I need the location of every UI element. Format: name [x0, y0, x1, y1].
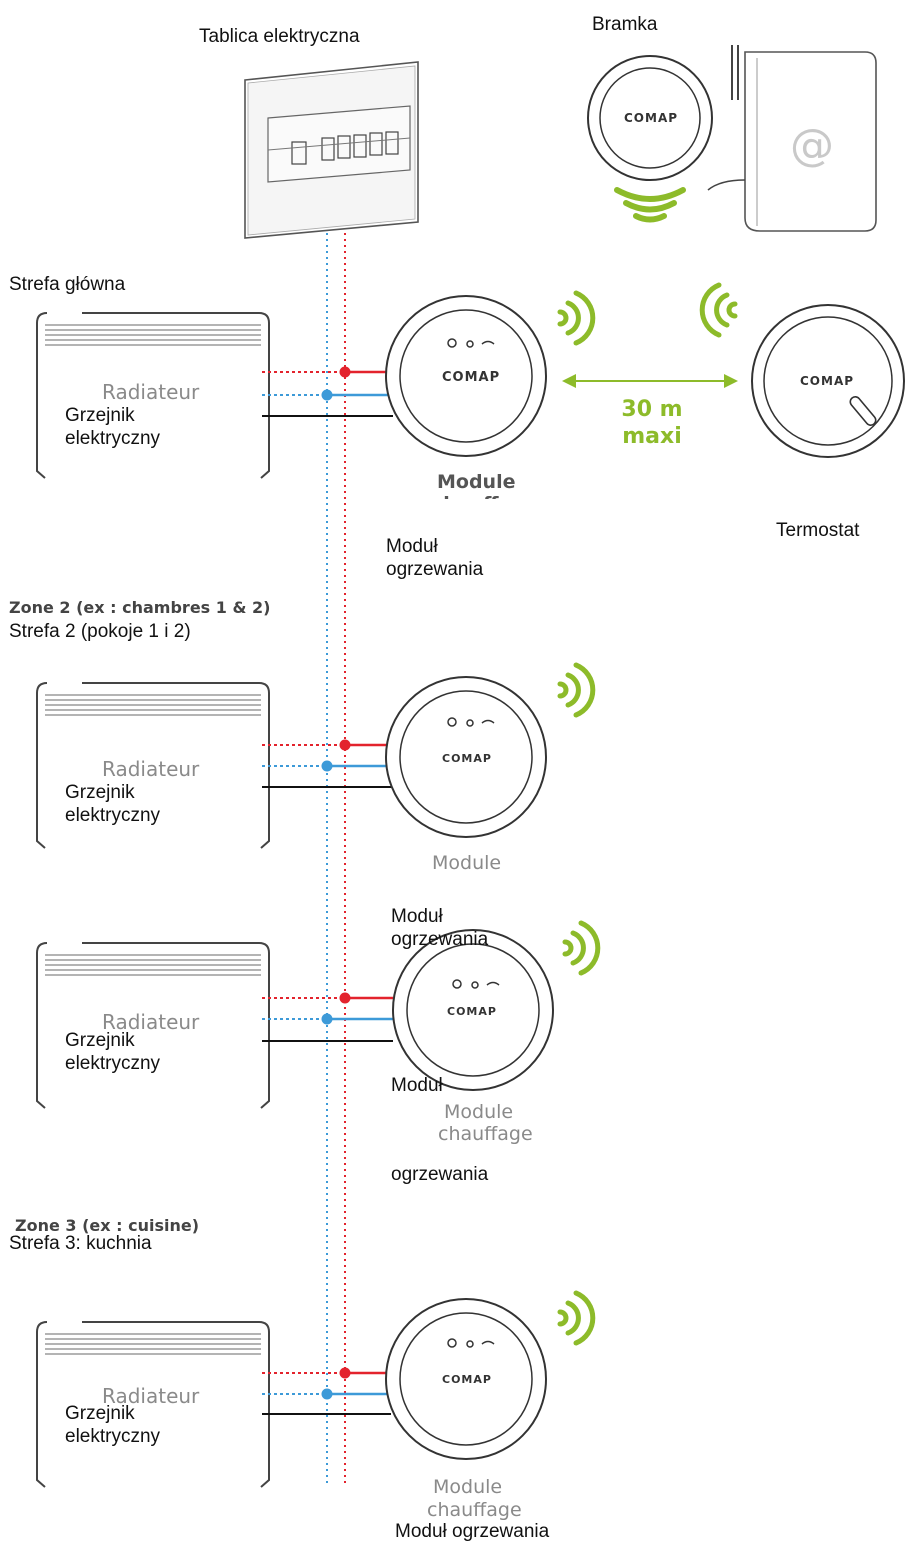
module-zone2-b-pl-line2: ogrzewania: [391, 1164, 489, 1184]
module-main-fr-line1: Module: [437, 471, 516, 493]
neutral-junction: [321, 1013, 333, 1025]
module-zone2-b-pl-line1: Moduł: [391, 1075, 443, 1096]
radiator-zone3-pl-line1: Grzejnik: [65, 1403, 135, 1424]
gateway-signal-icon: [614, 187, 686, 223]
module-zone2-a-signal-icon: [560, 665, 593, 715]
radiator-main-pl-line2: elektryczny: [65, 428, 161, 449]
module-main-brand-logo: COMAP: [442, 370, 501, 385]
neutral-junction: [321, 760, 333, 772]
radiator-zone2-b-fr-label: Radiateur: [102, 1010, 200, 1034]
range-value: 30 m: [621, 397, 683, 422]
radiator-zone3-pl-line2: elektryczny: [65, 1426, 161, 1447]
module-zone2-a-brand-logo: COMAP: [442, 752, 492, 765]
radiator-zone3-fr-label: Radiateur: [102, 1384, 200, 1408]
radiator-zone2-a-pl-line1: Grzejnik: [65, 782, 135, 803]
module-zone2-a-pl-line2: ogrzewania: [391, 929, 489, 950]
thermostat-label: Termostat: [776, 520, 860, 541]
gateway-at-symbol: @: [790, 120, 834, 171]
radiator-zone2-a-fr-label: Radiateur: [102, 757, 200, 781]
module-zone2-b-fr-caption: Module chauffage: [430, 1101, 570, 1145]
thermostat-device-icon: [751, 304, 905, 458]
module-zone2-a-pl-line1: Moduł: [391, 906, 443, 927]
gateway-router-icon: [707, 45, 877, 232]
gateway-brand-logo: COMAP: [624, 111, 679, 125]
zone2-fr-heading: Zone 2 (ex : chambres 1 & 2): [9, 598, 271, 617]
module-zone2-b-pl-line2-clip: ogrzewania: [391, 1164, 531, 1184]
radiator-zone2-b-pl-line2: elektryczny: [65, 1053, 161, 1074]
gateway-label: Bramka: [592, 14, 658, 35]
heating-module-zone2-b-icon: [392, 929, 554, 1091]
radiator-zone2-b-pl-line1: Grzejnik: [65, 1030, 135, 1051]
live-junction: [339, 1367, 351, 1379]
radiator-main-fr-label: Radiateur: [102, 380, 200, 404]
module-zone2-b-fr-line2: chauffage: [438, 1123, 533, 1145]
module-zone3-fr-line1: Module: [433, 1476, 503, 1498]
module-main-pl-line1: Moduł: [386, 536, 438, 557]
module-main-fr-line2: chauffage: [432, 493, 538, 499]
radiator-main-pl-line1: Grzejnik: [65, 405, 135, 426]
zone3-pl-heading: Strefa 3: kuchnia: [9, 1233, 152, 1254]
module-main-pl-line2-clip: ogrzewania: [386, 559, 526, 579]
main-zone-label: Strefa główna: [9, 274, 126, 295]
module-main-pl-line2: ogrzewania: [386, 559, 484, 579]
module-zone3-fr-line2: chauffage: [427, 1499, 522, 1521]
zone2-pl-heading: Strefa 2 (pokoje 1 i 2): [9, 621, 191, 642]
module-zone2-b-brand-logo: COMAP: [447, 1005, 497, 1018]
zone3-fr-heading: Zone 3 (ex : cuisine): [15, 1216, 200, 1235]
live-junction: [339, 739, 351, 751]
module-main-fr-caption: Module chauffage: [420, 471, 560, 499]
module-zone3-pl-line1: Moduł ogrzewania: [395, 1521, 550, 1542]
module-zone2-a-pl-line2-clip: ogrzewania: [391, 929, 531, 950]
live-junction: [339, 366, 351, 378]
heating-module-zone3-icon: [385, 1298, 547, 1460]
module-zone2-b-signal-icon: [565, 923, 598, 973]
thermostat-brand-logo: COMAP: [800, 374, 855, 388]
module-main-signal-icon: [560, 293, 593, 343]
neutral-junction: [321, 389, 333, 401]
module-zone2-b-fr-line1: Module: [444, 1101, 514, 1123]
gateway-device-icon: [587, 55, 713, 181]
range-arrow: [562, 374, 738, 388]
module-zone3-brand-logo: COMAP: [442, 1373, 492, 1386]
radiator-zone2-a-pl-line2: elektryczny: [65, 805, 161, 826]
live-junction: [339, 992, 351, 1004]
heating-module-main-icon: [385, 295, 547, 457]
thermostat-signal-icon: [702, 285, 735, 335]
module-zone2-a-fr-line1: Module: [432, 852, 502, 874]
neutral-junction: [321, 1388, 333, 1400]
electrical-panel-label: Tablica elektryczna: [199, 26, 360, 47]
module-zone3-signal-icon: [560, 1293, 593, 1343]
range-unit: maxi: [622, 424, 682, 449]
electrical-panel-icon: [244, 61, 419, 239]
heating-module-zone2-a-icon: [385, 676, 547, 838]
